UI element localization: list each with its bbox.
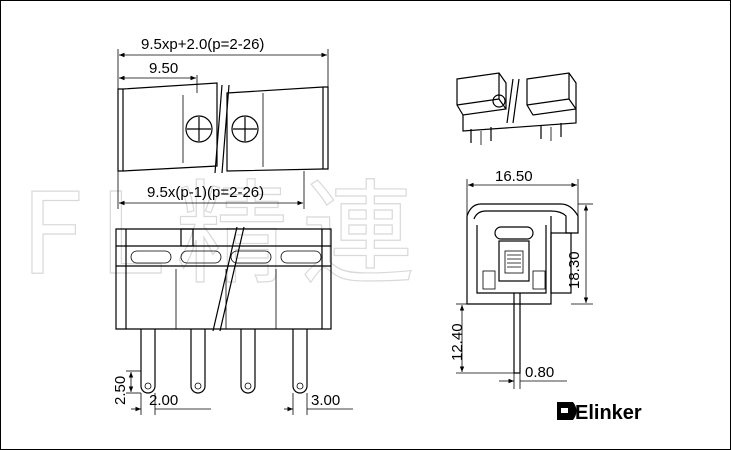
elevation-view: 2.50 2.00 3.00 bbox=[112, 226, 353, 415]
brand-name: Elinker bbox=[575, 402, 642, 424]
pin bbox=[292, 329, 308, 394]
watermark-text: FL精連 bbox=[21, 170, 428, 300]
pitch-dim-label: 9.5x(p-1)(p=2-26) bbox=[147, 184, 264, 201]
pin-length-dim-label: 12.40 bbox=[449, 323, 466, 361]
overall-dim-label: 9.5xp+2.0(p=2-26) bbox=[141, 36, 264, 53]
pin-width-dim-label: 2.00 bbox=[149, 392, 178, 409]
brand-logo: Elinker bbox=[557, 402, 642, 424]
height-dim-label: 18.30 bbox=[566, 251, 583, 289]
pin-height-dim-label: 2.50 bbox=[112, 376, 129, 405]
isometric-view bbox=[456, 72, 577, 145]
screw-icon bbox=[231, 115, 259, 143]
width-dim-label: 16.50 bbox=[495, 168, 533, 185]
block-dim-label: 9.50 bbox=[149, 60, 178, 77]
front-view: 9.5xp+2.0(p=2-26) 9.50 9.5x(p-1)(p=2-2 bbox=[117, 36, 329, 209]
pin-spacing-dim-label: 3.00 bbox=[311, 392, 340, 409]
pin-thickness-dim-label: 0.80 bbox=[525, 364, 554, 381]
pin bbox=[240, 329, 256, 394]
side-view: 16.50 18.30 12.40 0.80 bbox=[449, 168, 593, 389]
elinker-logo-icon bbox=[557, 402, 577, 420]
screw-icon bbox=[185, 115, 213, 143]
pin bbox=[140, 329, 156, 394]
pin bbox=[190, 329, 206, 394]
